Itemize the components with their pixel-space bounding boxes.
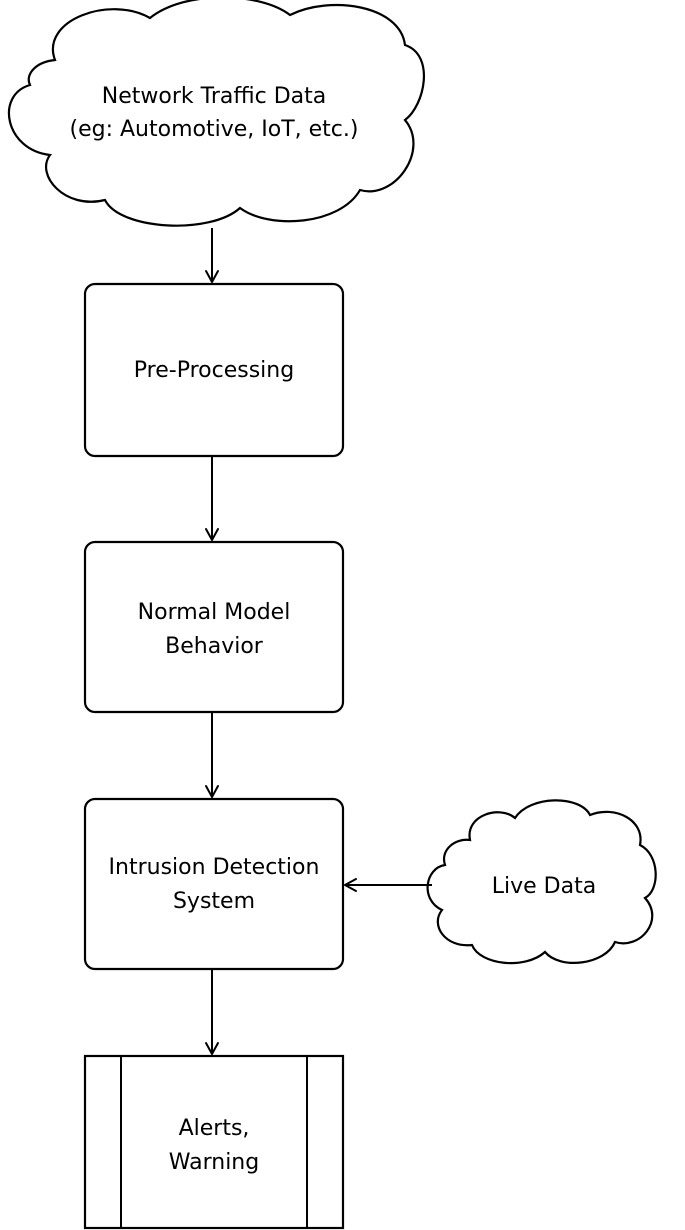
normal-model-label-line1: Normal Model	[138, 600, 291, 625]
alerts-label-line2: Warning	[169, 1150, 259, 1175]
network-traffic-cloud-shape	[7, 0, 426, 227]
edge-preprocessing-to-normal-model	[205, 456, 219, 541]
preprocessing-box: Pre-Processing	[83, 282, 345, 458]
network-traffic-examples: (eg: Automotive, IoT, etc.)	[70, 117, 359, 142]
preprocessing-label: Pre-Processing	[134, 358, 294, 383]
alerts-label-line1: Alerts,	[179, 1116, 250, 1141]
ids-box: Intrusion Detection System	[83, 797, 345, 971]
network-traffic-title: Network Traffic Data	[102, 84, 326, 109]
edge-live-data-to-ids	[344, 878, 432, 892]
normal-model-box: Normal Model Behavior	[83, 540, 345, 714]
live-data-cloud: Live Data	[426, 799, 657, 965]
alerts-box-shape	[83, 1054, 345, 1230]
edge-normal-model-to-ids	[205, 712, 219, 798]
ids-box-shape	[83, 797, 345, 971]
ids-label-line2: System	[173, 889, 255, 914]
preprocessing-box-shape	[83, 282, 345, 458]
live-data-label: Live Data	[492, 874, 596, 899]
alerts-box: Alerts, Warning	[83, 1054, 345, 1230]
edge-cloud-to-preprocessing	[205, 228, 219, 283]
normal-model-box-shape	[83, 540, 345, 714]
ids-label-line1: Intrusion Detection	[109, 855, 320, 880]
edge-ids-to-alerts	[205, 969, 219, 1055]
live-data-cloud-shape	[426, 799, 657, 965]
normal-model-label-line2: Behavior	[165, 634, 264, 659]
network-traffic-cloud: Network Traffic Data (eg: Automotive, Io…	[7, 0, 426, 227]
